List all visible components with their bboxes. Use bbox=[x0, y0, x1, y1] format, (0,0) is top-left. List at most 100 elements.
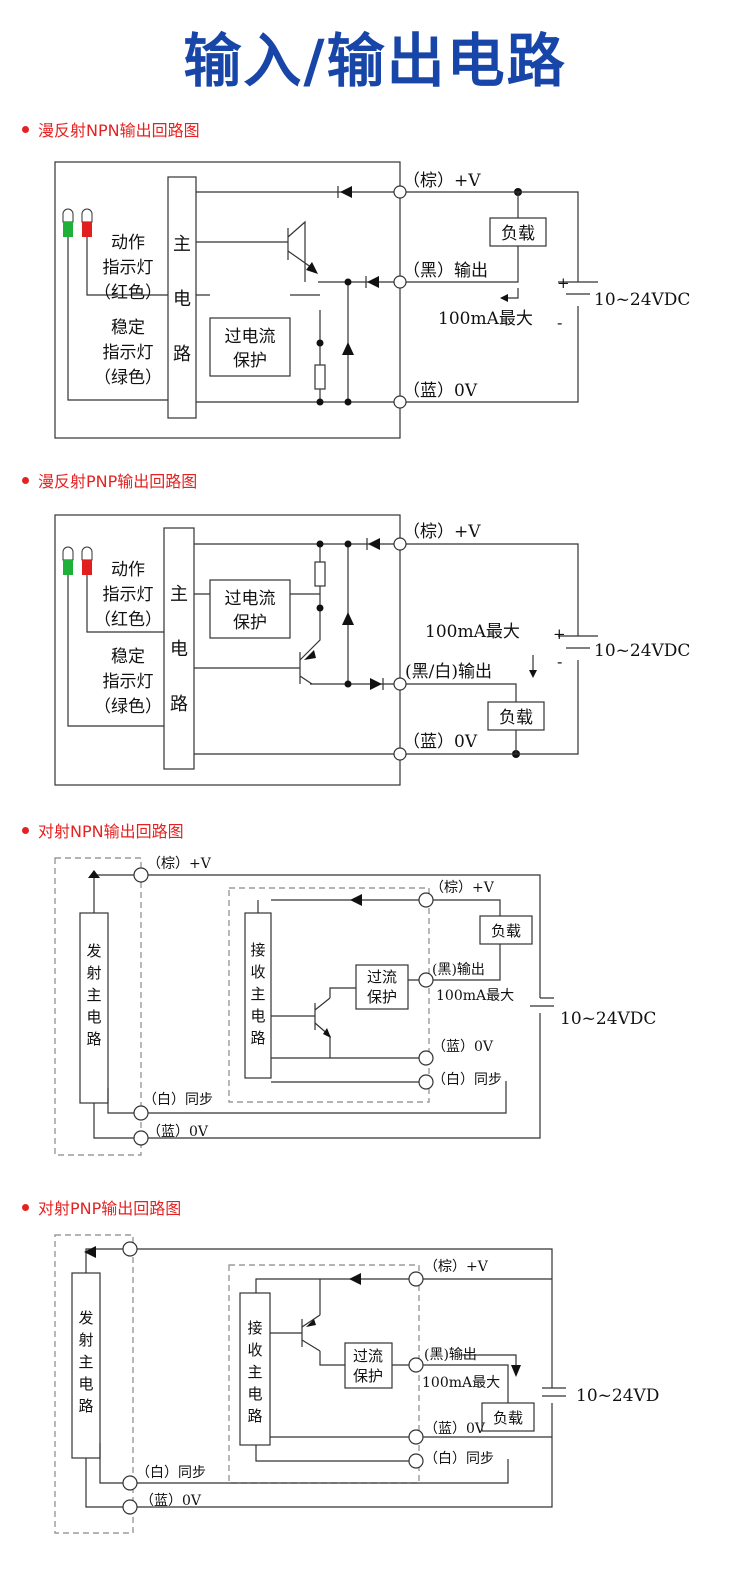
protection-label: 过电流 bbox=[225, 589, 276, 609]
main-circuit-box bbox=[167, 176, 197, 419]
output-diode-icon bbox=[370, 678, 382, 690]
emitter-terminal-blue bbox=[122, 1499, 138, 1515]
load-label: 负载 bbox=[491, 922, 521, 940]
receiver-label: 路 bbox=[250, 1029, 265, 1047]
emitter-circuit-box bbox=[79, 912, 109, 1104]
terminal-label: （白）同步 bbox=[143, 1092, 213, 1108]
green-led-icon bbox=[62, 208, 74, 237]
junction-dot bbox=[344, 680, 352, 688]
emitter-label: 发 bbox=[78, 1309, 93, 1327]
terminal-label-blue: （蓝）0V bbox=[403, 732, 478, 752]
bullet-icon bbox=[22, 1204, 29, 1211]
bullet-icon bbox=[22, 827, 29, 834]
load-box bbox=[479, 915, 533, 945]
junction-dot bbox=[344, 398, 352, 406]
receiver-label: 电 bbox=[250, 1007, 265, 1025]
arrow-left-icon bbox=[350, 894, 362, 906]
receiver-terminal-white bbox=[408, 1453, 424, 1469]
plus-sign: + bbox=[553, 625, 566, 643]
emitter-label: 射 bbox=[86, 964, 101, 982]
receiver-terminal-blue bbox=[408, 1429, 424, 1445]
emitter-terminal-brown bbox=[133, 867, 149, 883]
minus-sign: - bbox=[557, 313, 562, 332]
diagram-thrubeam-npn: 发 射 主 电 路 接 收 主 电 路 过流 保护 负载 （棕）+V （白）同步… bbox=[54, 856, 656, 1156]
terminal-label: （蓝）0V bbox=[140, 1493, 202, 1509]
arrow-head bbox=[529, 670, 537, 678]
led-stable-line3: （绿色） bbox=[94, 697, 162, 717]
receiver-label: 接 bbox=[247, 1319, 262, 1337]
terminal-label: （白）同步 bbox=[136, 1465, 206, 1481]
led-action-line1: 动作 bbox=[111, 233, 145, 253]
emitter-terminal-white bbox=[122, 1475, 138, 1491]
diagram-diffuse-pnp: 动作 指示灯 （红色） 稳定 指示灯 （绿色） 主 电 路 过电流 保护 （棕）… bbox=[54, 514, 690, 786]
led-stable-line1: 稳定 bbox=[111, 318, 145, 338]
supply-diode-icon bbox=[368, 538, 380, 550]
terminal-label: （白）同步 bbox=[432, 1072, 502, 1088]
load-label: 负载 bbox=[493, 1409, 523, 1427]
section-heading-text: 漫反射PNP输出回路图 bbox=[38, 472, 198, 491]
junction-dot bbox=[344, 540, 352, 548]
led-stable-line2: 指示灯 bbox=[103, 343, 154, 363]
arrow-up-icon bbox=[88, 870, 100, 878]
main-circuit-label: 路 bbox=[173, 344, 191, 365]
page-title: 输入/输出电路 bbox=[183, 27, 567, 95]
terminal-label: （蓝）0V bbox=[424, 1421, 486, 1437]
diagram-thrubeam-pnp: 发 射 主 电 路 接 收 主 电 路 过流 保护 负载 （白）同步 （蓝）0V… bbox=[54, 1234, 659, 1534]
led-stable-line2: 指示灯 bbox=[103, 672, 154, 692]
arrow-left-icon bbox=[349, 1273, 361, 1285]
junction-dot bbox=[316, 540, 324, 548]
led-wires bbox=[67, 575, 164, 727]
terminal-label: （蓝）0V bbox=[147, 1124, 209, 1140]
terminal-label: （棕）+V bbox=[430, 880, 495, 896]
red-led-icon bbox=[81, 208, 93, 237]
junction-dot bbox=[316, 339, 324, 347]
receiver-terminal-black bbox=[408, 1357, 424, 1373]
pnp-transistor-icon bbox=[299, 608, 321, 685]
emitter-label: 路 bbox=[86, 1030, 101, 1048]
led-action-line3: （红色） bbox=[94, 610, 162, 630]
receiver-label: 主 bbox=[250, 985, 265, 1003]
led-action-line2: 指示灯 bbox=[103, 258, 154, 278]
receiver-label: 收 bbox=[250, 963, 265, 981]
emitter-label: 路 bbox=[78, 1397, 93, 1415]
emitter-outline bbox=[54, 857, 142, 1156]
section-heading-thrubeam-pnp: 对射PNP输出回路图 bbox=[22, 1195, 181, 1219]
internal-wires bbox=[194, 543, 400, 755]
sensor-outline bbox=[54, 161, 401, 439]
terminal-label: （白）同步 bbox=[424, 1451, 494, 1467]
bullet-icon bbox=[22, 126, 29, 133]
protection-label: 保护 bbox=[233, 613, 267, 633]
external-wires bbox=[406, 191, 598, 403]
load-box bbox=[481, 1402, 535, 1432]
section-heading-text: 对射PNP输出回路图 bbox=[38, 1199, 182, 1218]
max-current-label: 100mA最大 bbox=[425, 622, 520, 642]
current-arrow-icon bbox=[460, 1354, 517, 1365]
overcurrent-protection-box bbox=[344, 1342, 393, 1389]
supply-voltage-label: 10~24VDC bbox=[594, 641, 690, 661]
protection-label: 保护 bbox=[353, 1367, 383, 1385]
npn-transistor-icon bbox=[314, 997, 331, 1038]
main-circuit-label: 主 bbox=[170, 584, 188, 605]
load-box bbox=[489, 217, 547, 247]
external-wires bbox=[406, 543, 598, 755]
terminal-label: (黑)输出 bbox=[432, 962, 485, 978]
main-circuit-label: 电 bbox=[173, 289, 191, 310]
led-action-line2: 指示灯 bbox=[103, 585, 154, 605]
load-label: 负载 bbox=[501, 224, 535, 244]
terminal-label: （棕）+V bbox=[424, 1259, 489, 1275]
load-box bbox=[487, 701, 545, 731]
receiver-label: 电 bbox=[247, 1385, 262, 1403]
supply-voltage-label: 10~24VD bbox=[576, 1386, 659, 1406]
receiver-label: 收 bbox=[247, 1341, 262, 1359]
emitter-terminal-white bbox=[133, 1105, 149, 1121]
protection-label: 保护 bbox=[367, 988, 397, 1006]
max-current-label: 100mA最大 bbox=[438, 309, 533, 329]
green-led-icon bbox=[62, 546, 74, 575]
protection-label: 过流 bbox=[353, 1347, 383, 1365]
overcurrent-protection-box bbox=[209, 579, 291, 639]
main-circuit-box bbox=[163, 527, 195, 770]
current-arrow-icon bbox=[505, 288, 519, 299]
receiver-label: 接 bbox=[250, 941, 265, 959]
junction-dot bbox=[316, 604, 324, 612]
red-led-icon bbox=[81, 546, 93, 575]
